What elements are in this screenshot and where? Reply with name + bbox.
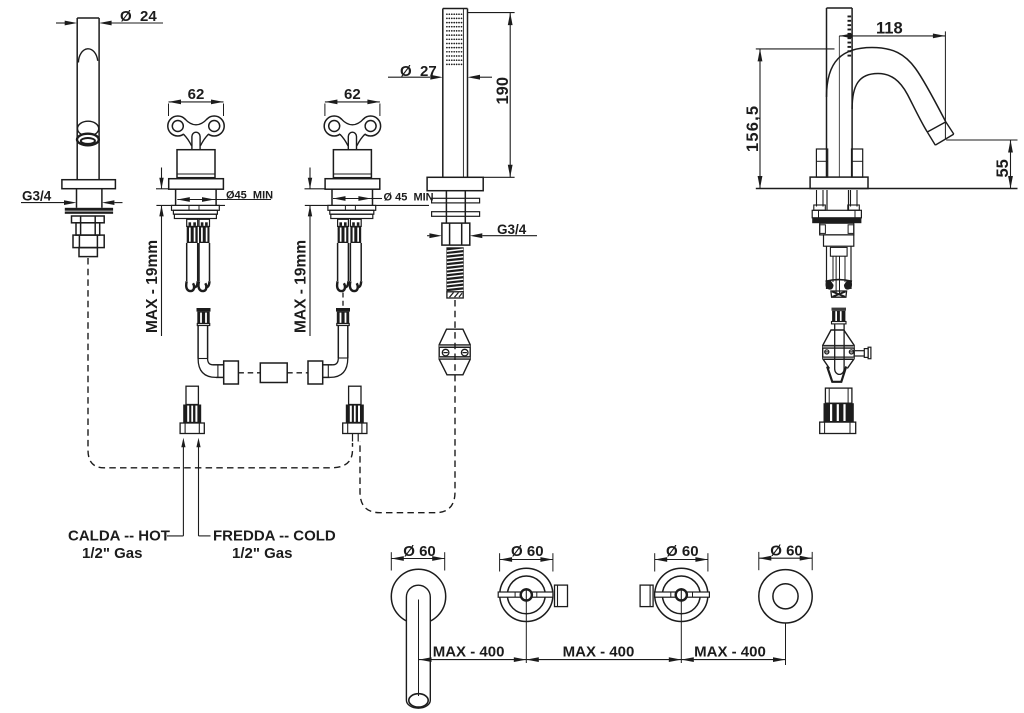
svg-text:62: 62 [188,86,205,103]
svg-text:Ø 24: Ø 24 [120,8,157,25]
svg-text:MAX - 400: MAX - 400 [433,644,505,661]
svg-text:62: 62 [344,86,361,103]
svg-text:Ø 60: Ø 60 [511,543,544,560]
svg-text:G3/4: G3/4 [22,188,52,203]
svg-text:CALDA -- HOT: CALDA -- HOT [68,528,170,545]
svg-text:1/2" Gas: 1/2" Gas [232,545,292,562]
svg-text:Ø45 MIN: Ø45 MIN [226,189,273,201]
svg-text:G3/4: G3/4 [497,222,527,237]
svg-text:Ø 27: Ø 27 [400,63,437,80]
svg-text:MAX - 400: MAX - 400 [694,644,766,661]
svg-text:118: 118 [876,20,903,38]
svg-text:Ø 60: Ø 60 [403,543,436,560]
svg-text:Ø 60: Ø 60 [666,543,699,560]
svg-text:MAX - 400: MAX - 400 [563,644,635,661]
svg-text:190: 190 [494,77,512,105]
svg-text:55: 55 [994,159,1012,177]
svg-text:Ø 60: Ø 60 [770,543,803,560]
svg-text:Ø 45 MIN: Ø 45 MIN [384,192,434,204]
svg-text:FREDDA -- COLD: FREDDA -- COLD [213,528,336,545]
svg-text:156,5: 156,5 [744,105,762,152]
svg-text:MAX - 19mm: MAX - 19mm [292,240,309,333]
svg-text:MAX - 19mm: MAX - 19mm [144,240,161,333]
svg-text:1/2" Gas: 1/2" Gas [82,545,142,562]
